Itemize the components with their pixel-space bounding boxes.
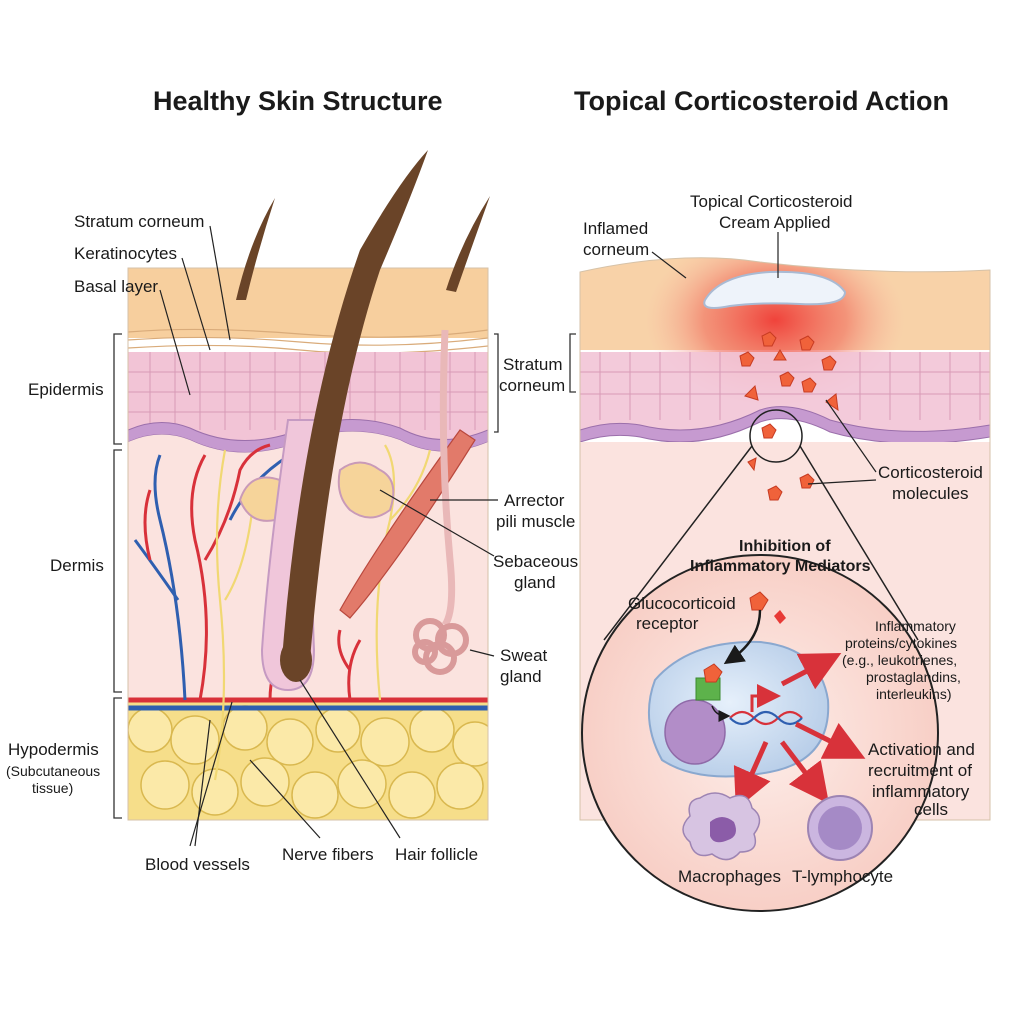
label-hypodermis-sub2: tissue) — [32, 780, 74, 796]
corticosteroid-cream — [703, 270, 847, 309]
label-activation-2: recruitment of — [868, 761, 972, 780]
healthy-skin-frame — [127, 267, 489, 821]
label-inhibition-1: Inhibition of — [739, 538, 831, 555]
label-stratum-corneum: Stratum corneum — [74, 212, 205, 231]
label-hypodermis: Hypodermis — [8, 740, 99, 759]
label-stratum-right-2: corneum — [499, 376, 566, 395]
left-leader-lines — [159, 225, 498, 847]
label-proteins-5: interleukins) — [876, 686, 952, 702]
label-inflamed-2: corneum — [583, 240, 650, 259]
label-arrector-2: pili muscle — [496, 512, 576, 531]
effect-arrows — [733, 653, 866, 810]
label-basal-layer: Basal layer — [74, 277, 159, 296]
label-cream-1: Topical Corticosteroid — [690, 192, 853, 211]
label-receptor-2: receptor — [636, 614, 699, 633]
free-molecule-2 — [774, 610, 786, 624]
zoom-line-right — [799, 445, 919, 641]
sweat-duct — [439, 329, 456, 627]
inflamed-epidermis-cells — [580, 352, 990, 420]
right-leader-lines — [651, 232, 877, 485]
fat-cells — [128, 705, 488, 819]
left-layer-brackets — [113, 333, 499, 819]
label-corticosteroid-1: Corticosteroid — [878, 463, 983, 482]
label-hair-follicle: Hair follicle — [395, 845, 479, 864]
inflamed-basal-layer — [580, 406, 990, 444]
t-lymphocyte-nucleus — [818, 806, 862, 850]
stratum-corneum-lines — [128, 328, 488, 354]
label-proteins-3: (e.g., leukotrienes, — [842, 652, 958, 668]
label-proteins-2: proteins/cytokines — [845, 635, 958, 651]
label-epidermis: Epidermis — [28, 380, 104, 399]
hair-right — [446, 196, 490, 292]
hair-shaft — [282, 150, 428, 660]
hair-bulb — [280, 638, 312, 682]
inflamed-skin-frame — [579, 257, 991, 821]
label-activation-4: cells — [914, 800, 949, 819]
label-proteins-4: prostaglandins, — [866, 669, 961, 685]
label-inhibition-2: Inflammatory Mediators — [690, 558, 871, 575]
dna-helix — [729, 710, 803, 726]
label-t-lymphocyte: T-lymphocyte — [792, 867, 894, 886]
right-stratum-bracket-left — [569, 333, 576, 393]
label-cream-2: Cream Applied — [719, 213, 831, 232]
label-corticosteroid-2: molecules — [892, 484, 969, 503]
cell-nucleus — [664, 699, 726, 765]
skin-surface — [128, 268, 488, 338]
label-sweat-2: gland — [500, 667, 542, 686]
label-activation-1: Activation and — [868, 740, 975, 759]
label-activation-3: inflammatory — [872, 782, 970, 801]
label-nerve-fibers: Nerve fibers — [282, 845, 374, 864]
corticosteroid-molecules — [739, 331, 839, 501]
sebaceous-gland-right — [337, 461, 395, 519]
inflamed-epidermis — [580, 352, 990, 432]
macrophage-nucleus — [710, 817, 736, 843]
receptor-binding-arrow — [723, 609, 762, 665]
zoom-line-left — [603, 445, 753, 641]
label-blood-vessels: Blood vessels — [145, 855, 250, 874]
label-sebaceous-2: gland — [514, 573, 556, 592]
zoom-source-circle — [749, 409, 803, 463]
label-proteins-1: Inflammatory — [875, 618, 956, 634]
label-keratinocytes: Keratinocytes — [74, 244, 177, 263]
label-sebaceous-1: Sebaceous — [493, 552, 579, 571]
label-stratum-right-1: Stratum — [503, 355, 563, 374]
hair-left — [236, 198, 275, 300]
label-receptor-1: Glucocorticoid — [628, 594, 736, 613]
label-sweat-1: Sweat — [500, 646, 548, 665]
title-corticosteroid-action: Topical Corticosteroid Action — [574, 86, 950, 116]
label-hypodermis-sub1: (Subcutaneous — [6, 763, 101, 779]
free-molecule-1 — [749, 591, 769, 611]
epidermis-layer — [128, 352, 488, 441]
label-macrophages: Macrophages — [678, 867, 782, 886]
bound-molecule — [703, 663, 723, 683]
title-healthy-skin: Healthy Skin Structure — [153, 86, 443, 116]
nuclear-translocation-arrow — [711, 705, 731, 722]
label-dermis: Dermis — [50, 556, 104, 575]
label-inflamed-1: Inflamed — [583, 219, 649, 238]
transcription-arrow — [750, 684, 781, 712]
sweat-gland-coil — [412, 618, 469, 675]
label-arrector-1: Arrector — [504, 491, 565, 510]
